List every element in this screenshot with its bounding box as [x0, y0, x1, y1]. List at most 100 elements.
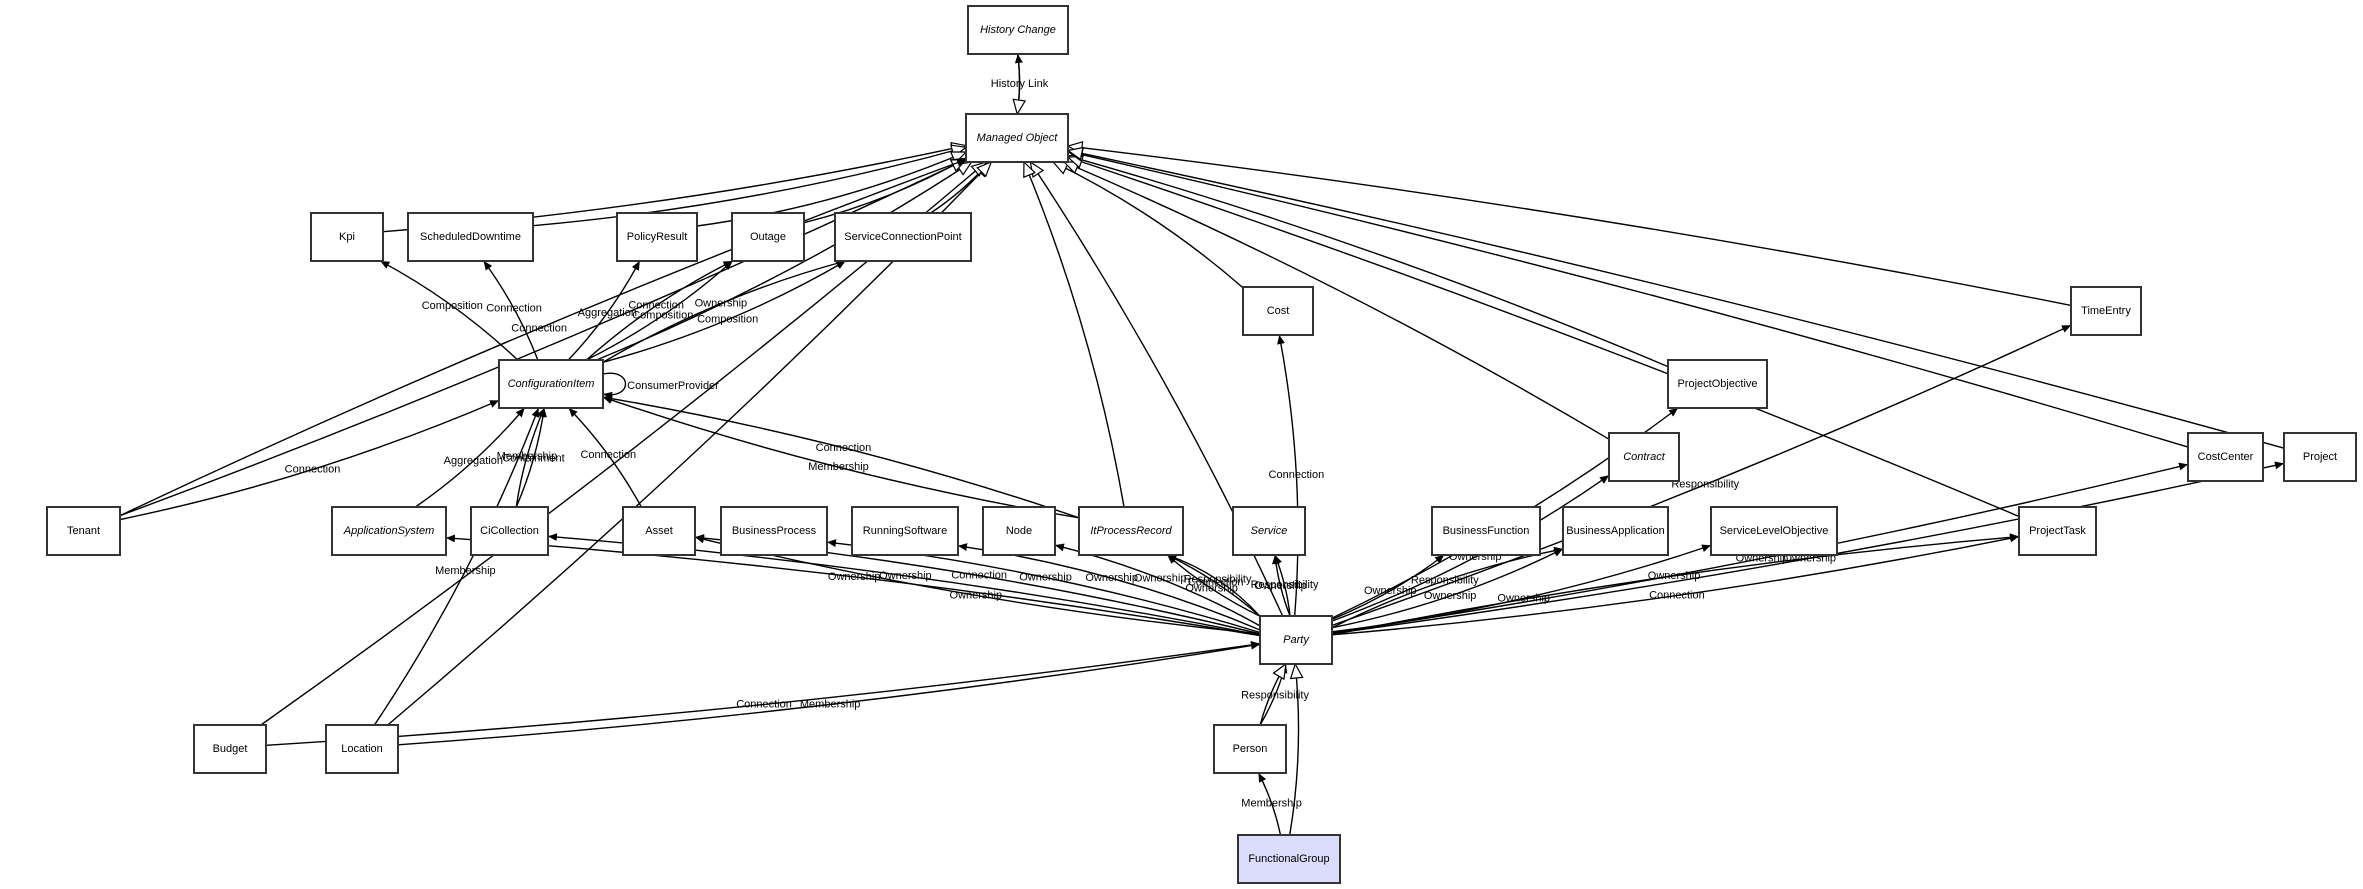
inheritance-edge — [532, 147, 966, 227]
class-name: Person — [1233, 743, 1268, 755]
class-node-application-system[interactable]: ApplicationSystem — [331, 506, 447, 556]
class-box[interactable] — [1232, 506, 1306, 556]
class-box[interactable] — [1431, 506, 1541, 556]
class-node-history-change[interactable]: History Change — [967, 5, 1069, 55]
class-node-budget[interactable]: Budget — [193, 724, 267, 774]
edge-association — [602, 259, 846, 363]
edge-inheritance — [1068, 146, 2072, 307]
edge-label: Membership — [435, 565, 496, 577]
association-edge — [1331, 554, 1445, 620]
edge-association — [415, 407, 526, 508]
class-node-functional-group[interactable]: FunctionalGroup — [1237, 834, 1341, 884]
association-edge — [602, 396, 1080, 519]
edges-layer — [119, 53, 2285, 836]
edge-label: Connection — [816, 442, 872, 454]
association-edge — [1167, 554, 1261, 617]
class-node-managed-object[interactable]: Managed Object — [965, 113, 1069, 163]
class-box[interactable] — [2070, 286, 2142, 336]
class-box[interactable] — [2187, 432, 2264, 482]
class-node-tenant[interactable]: Tenant — [46, 506, 121, 556]
class-box[interactable] — [193, 724, 267, 774]
edge-label: Composition — [697, 314, 758, 326]
class-box[interactable] — [325, 724, 399, 774]
class-node-project[interactable]: Project — [2283, 432, 2357, 482]
class-box[interactable] — [1608, 432, 1680, 482]
class-node-cost[interactable]: Cost — [1242, 286, 1314, 336]
class-name: PolicyResult — [627, 231, 688, 243]
edge-label: Connection — [628, 300, 684, 312]
edge-label: Connection — [511, 322, 567, 334]
inheritance-edge — [1068, 146, 2072, 307]
class-box[interactable] — [967, 5, 1069, 55]
class-box[interactable] — [1710, 506, 1838, 556]
class-box[interactable] — [310, 212, 384, 262]
class-box[interactable] — [851, 506, 959, 556]
class-box[interactable] — [46, 506, 121, 556]
edge-association — [397, 641, 1261, 746]
edge-inheritance — [1068, 156, 1669, 368]
class-node-it-process-record[interactable]: ItProcessRecord — [1078, 506, 1184, 556]
class-node-business-process[interactable]: BusinessProcess — [720, 506, 828, 556]
edge-association — [445, 534, 1261, 637]
class-name: Managed Object — [977, 132, 1059, 144]
class-node-time-entry[interactable]: TimeEntry — [2070, 286, 2142, 336]
edge-label: Containment — [502, 452, 564, 464]
class-box[interactable] — [1259, 615, 1333, 665]
class-node-policy-result[interactable]: PolicyResult — [616, 212, 698, 262]
class-box[interactable] — [407, 212, 534, 262]
class-node-business-application[interactable]: BusinessApplication — [1562, 506, 1669, 556]
class-box[interactable] — [1667, 359, 1768, 409]
class-box[interactable] — [720, 506, 828, 556]
class-node-scheduled-downtime[interactable]: ScheduledDowntime — [407, 212, 534, 262]
association-edge — [585, 260, 733, 361]
class-box[interactable] — [1078, 506, 1184, 556]
association-edge — [602, 394, 1080, 519]
class-box[interactable] — [1242, 286, 1314, 336]
edge-label: Responsibility — [1251, 579, 1319, 591]
class-node-outage[interactable]: Outage — [731, 212, 805, 262]
class-node-cost-center[interactable]: CostCenter — [2187, 432, 2264, 482]
class-name: Service — [1251, 525, 1288, 537]
class-node-contract[interactable]: Contract — [1608, 432, 1680, 482]
edge-inheritance — [1068, 151, 2189, 448]
edge-association — [1167, 554, 1261, 617]
class-node-location[interactable]: Location — [325, 724, 399, 774]
edge-association — [1331, 324, 2072, 627]
class-box[interactable] — [622, 506, 696, 556]
class-node-person[interactable]: Person — [1213, 724, 1287, 774]
edge-association — [483, 260, 539, 361]
edge-association — [265, 640, 1261, 747]
class-node-service-connection-point[interactable]: ServiceConnectionPoint — [834, 212, 972, 262]
class-node-service[interactable]: Service — [1232, 506, 1306, 556]
class-box[interactable] — [498, 359, 604, 409]
edge-label: Connection — [1269, 469, 1325, 481]
class-node-configuration-item[interactable]: ConfigurationItem — [498, 359, 604, 409]
class-box[interactable] — [331, 506, 447, 556]
class-node-asset[interactable]: Asset — [622, 506, 696, 556]
class-node-service-level-objective[interactable]: ServiceLevelObjective — [1710, 506, 1838, 556]
class-box[interactable] — [1213, 724, 1287, 774]
class-box[interactable] — [731, 212, 805, 262]
class-box[interactable] — [982, 506, 1056, 556]
edge-label: Ownership — [1134, 573, 1187, 585]
edge-association — [515, 407, 547, 508]
class-box[interactable] — [470, 506, 549, 556]
association-edge — [602, 260, 846, 363]
edge-association — [1257, 772, 1282, 836]
class-box[interactable] — [834, 212, 972, 262]
class-box[interactable] — [616, 212, 698, 262]
class-node-running-software[interactable]: RunningSoftware — [851, 506, 959, 556]
class-box[interactable] — [2283, 432, 2357, 482]
class-box[interactable] — [2018, 506, 2097, 556]
class-box[interactable] — [1562, 506, 1669, 556]
class-box[interactable] — [965, 113, 1069, 163]
association-edge — [1331, 534, 2020, 636]
class-node-ci-collection[interactable]: CiCollection — [470, 506, 549, 556]
class-box[interactable] — [1237, 834, 1341, 884]
class-node-node[interactable]: Node — [982, 506, 1056, 556]
class-node-business-function[interactable]: BusinessFunction — [1431, 506, 1541, 556]
class-node-project-objective[interactable]: ProjectObjective — [1667, 359, 1768, 409]
class-node-project-task[interactable]: ProjectTask — [2018, 506, 2097, 556]
class-node-party[interactable]: Party — [1259, 615, 1333, 665]
class-node-kpi[interactable]: Kpi — [310, 212, 384, 262]
